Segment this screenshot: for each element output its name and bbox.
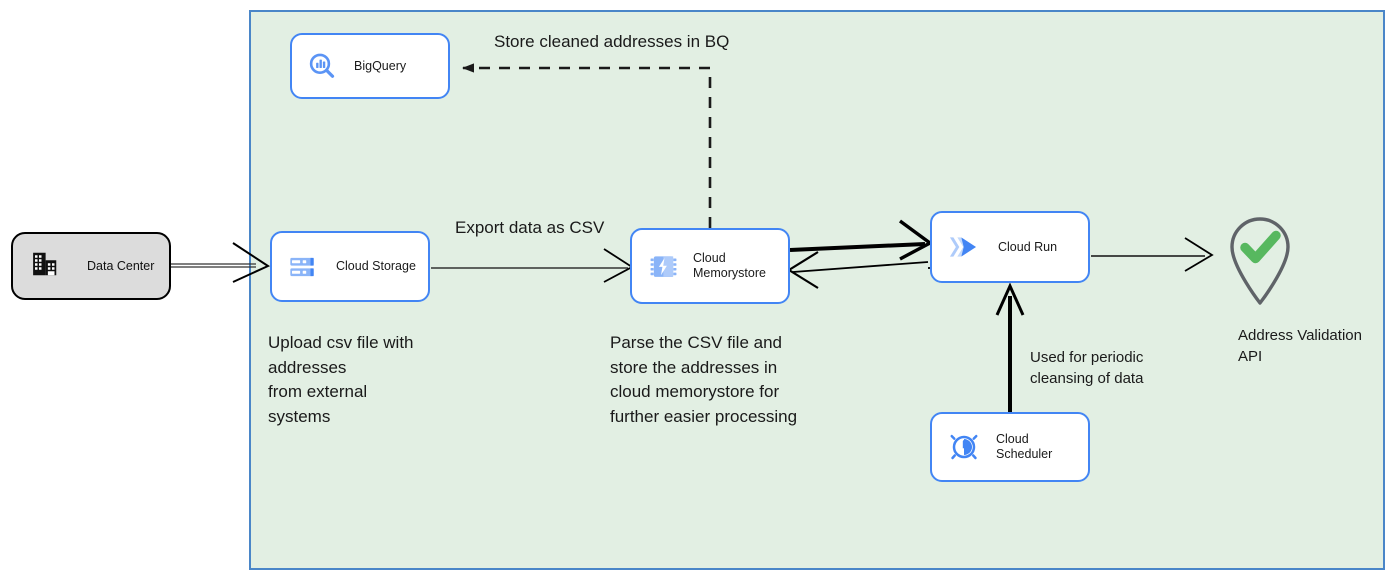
node-data-center-label: Data Center	[87, 259, 155, 273]
edge-label-store-in-bq: Store cleaned addresses in BQ	[494, 32, 730, 51]
node-cloud-storage[interactable]: Cloud Storage	[270, 231, 430, 302]
cloud-run-icon	[946, 232, 980, 262]
node-cloud-run[interactable]: Cloud Run	[930, 211, 1090, 283]
address-validation-api-label: Address Validation API	[1238, 327, 1362, 365]
node-bigquery[interactable]: BigQuery	[290, 33, 450, 99]
data-center-building-icon	[30, 249, 64, 283]
edge-label-periodic-cleansing: Used for periodic cleansing of data	[1030, 349, 1144, 387]
node-cloud-run-label: Cloud Run	[998, 239, 1058, 254]
node-bigquery-label: BigQuery	[354, 58, 407, 73]
gcp-region-frame	[249, 10, 1385, 570]
node-cloud-scheduler-label: Cloud Scheduler	[996, 432, 1053, 461]
edge-label-export-csv: Export data as CSV	[455, 218, 605, 237]
annotation-parse-note: Parse the CSV file and store the address…	[610, 333, 798, 426]
node-address-validation-api[interactable]	[1220, 207, 1300, 307]
node-cloud-memorystore[interactable]: Cloud Memorystore	[630, 228, 790, 304]
node-cloud-scheduler[interactable]: Cloud Scheduler	[930, 412, 1090, 482]
node-cloud-memorystore-label: Cloud Memorystore	[693, 251, 766, 280]
cloud-storage-icon	[286, 251, 318, 283]
node-data-center[interactable]: Data Center	[11, 232, 171, 300]
cloud-scheduler-clock-icon	[948, 431, 980, 463]
map-pin-check-icon	[1220, 207, 1300, 312]
cloud-memorystore-icon	[647, 250, 679, 282]
node-cloud-storage-label: Cloud Storage	[336, 259, 416, 273]
bigquery-icon	[306, 50, 338, 82]
annotation-upload-note: Upload csv file with addresses from exte…	[268, 333, 414, 426]
